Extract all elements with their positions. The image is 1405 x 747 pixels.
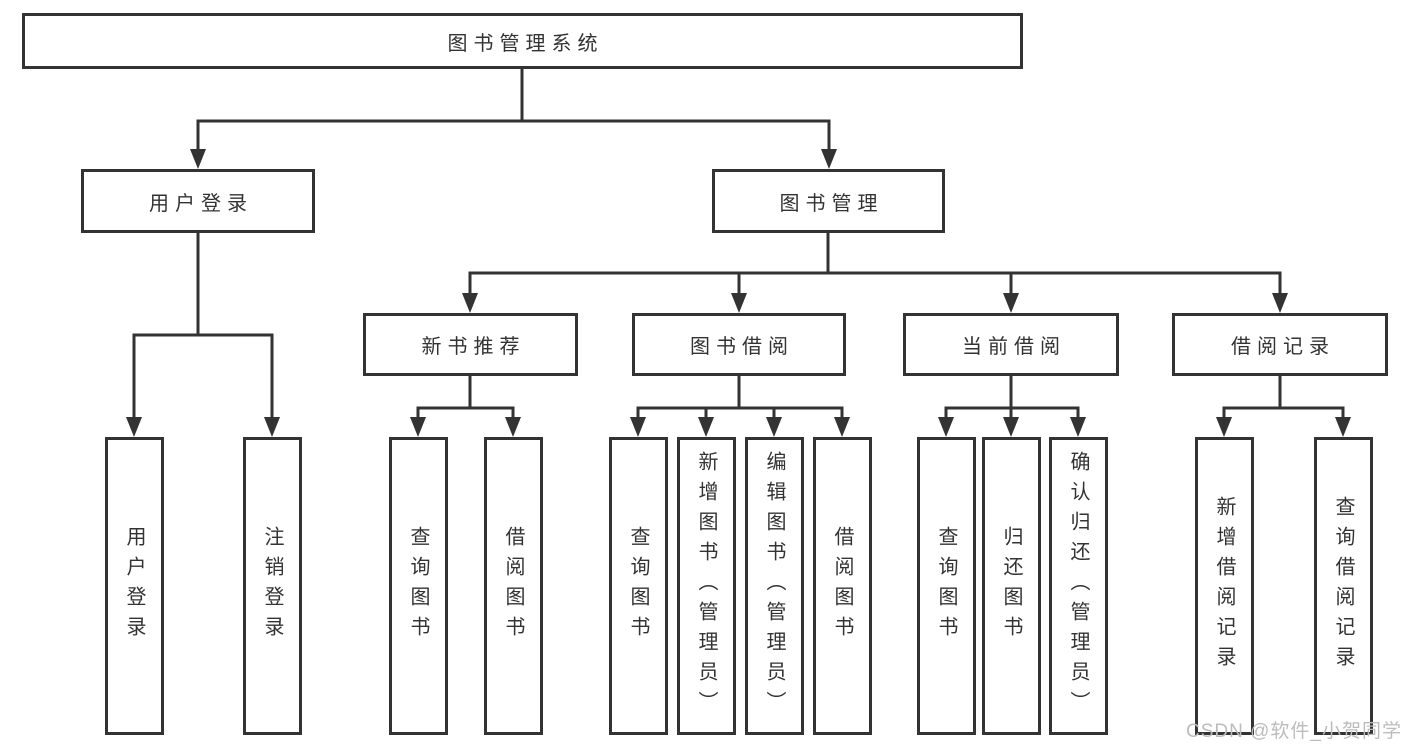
node-current-borrow: 当前借阅 — [903, 313, 1119, 376]
leaf-records-query-record: 查询借阅记录 — [1314, 437, 1373, 735]
arrowhead — [1272, 293, 1288, 313]
arrowhead — [264, 417, 280, 437]
node-new-book-recommend: 新书推荐 — [363, 313, 578, 376]
arrowhead — [190, 149, 206, 169]
arrowhead — [462, 293, 478, 313]
leaf-borrow-borrow-books: 借阅图书 — [813, 437, 872, 735]
arrowhead — [410, 417, 426, 437]
arrowhead — [731, 293, 747, 313]
arrowhead — [1216, 417, 1232, 437]
leaf-logout: 注销登录 — [243, 437, 302, 735]
leaf-user-login: 用户登录 — [105, 437, 164, 735]
arrowhead — [766, 417, 782, 437]
node-borrow-records: 借阅记录 — [1172, 313, 1388, 376]
leaf-borrow-add-books-admin: 新增图书（管理员） — [677, 437, 736, 735]
arrowhead — [821, 149, 837, 169]
arrowhead — [698, 417, 714, 437]
node-book-borrow: 图书借阅 — [632, 313, 846, 376]
leaf-newbook-query-books: 查询图书 — [389, 437, 448, 735]
node-user-login: 用户登录 — [81, 169, 315, 233]
csdn-watermark: CSDN @软件_小贺同学 — [1186, 721, 1402, 742]
leaf-current-return-books: 归还图书 — [982, 437, 1041, 735]
arrowhead — [630, 417, 646, 437]
leaf-borrow-edit-books-admin: 编辑图书（管理员） — [745, 437, 804, 735]
arrowhead — [1070, 417, 1086, 437]
arrowhead — [1003, 417, 1019, 437]
arrowhead — [1335, 417, 1351, 437]
leaf-newbook-borrow-books: 借阅图书 — [484, 437, 543, 735]
leaf-records-add-record: 新增借阅记录 — [1195, 437, 1254, 735]
node-book-management: 图书管理 — [712, 169, 945, 233]
arrowhead — [1003, 293, 1019, 313]
leaf-current-query-books: 查询图书 — [917, 437, 976, 735]
arrowhead — [505, 417, 521, 437]
node-system-root: 图书管理系统 — [22, 13, 1023, 69]
arrowhead — [834, 417, 850, 437]
leaf-current-confirm-return-admin: 确认归还（管理员） — [1049, 437, 1108, 735]
arrowhead — [126, 417, 142, 437]
arrowhead — [938, 417, 954, 437]
leaf-borrow-query-books: 查询图书 — [609, 437, 668, 735]
